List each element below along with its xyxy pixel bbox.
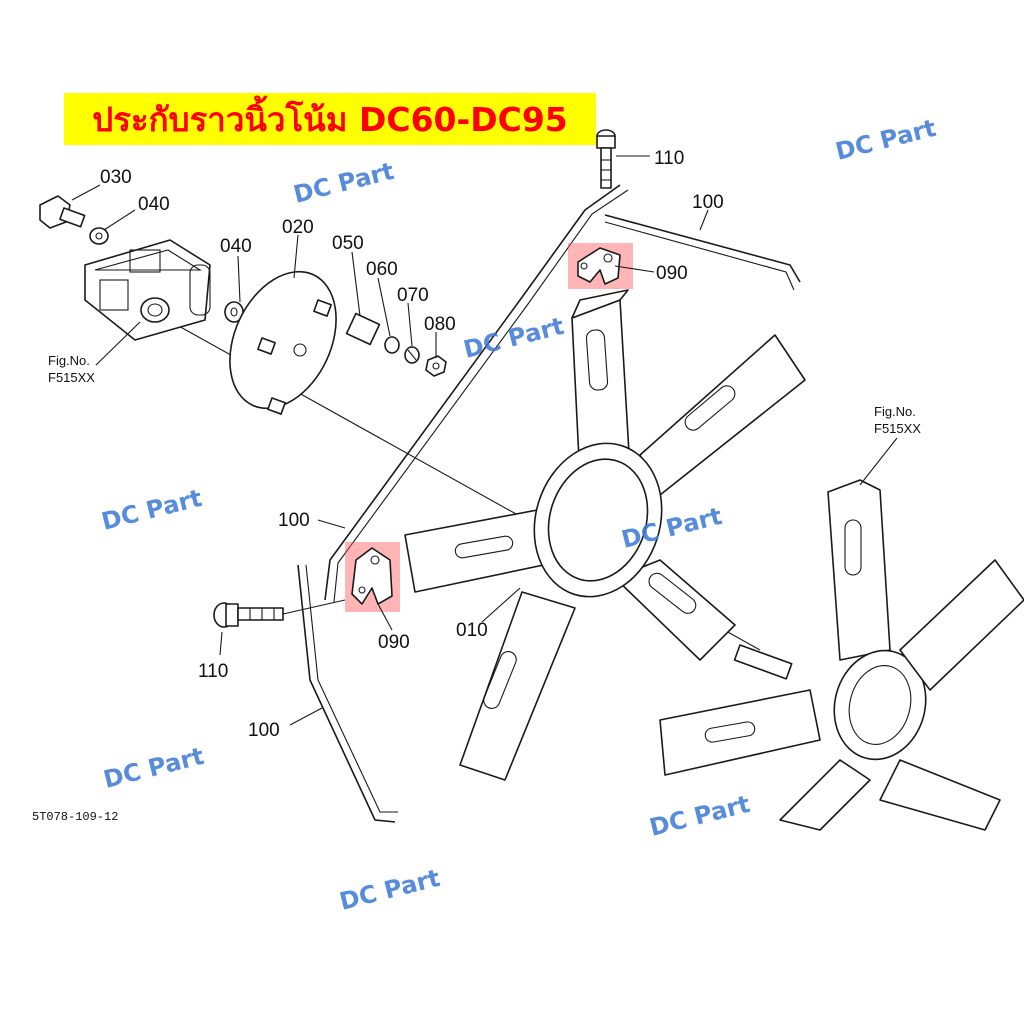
washer-060 bbox=[384, 336, 400, 354]
fig-ref-left-number: F515XX bbox=[48, 370, 95, 385]
watermark-8: DC Part bbox=[337, 864, 443, 916]
callout-010: 010 bbox=[456, 620, 488, 641]
leader-lines bbox=[71, 184, 898, 726]
fig-ref-right-number: F515XX bbox=[874, 421, 921, 436]
sleeve-050 bbox=[345, 312, 381, 346]
watermark-7: DC Part bbox=[647, 790, 753, 842]
watermark-4: DC Part bbox=[99, 484, 205, 536]
callout-100-bottom: 100 bbox=[248, 720, 280, 741]
reference-reel-right bbox=[659, 479, 1024, 831]
reel-arm-upper-right bbox=[639, 334, 806, 496]
fig-ref-right-prefix: Fig.No. bbox=[874, 404, 916, 419]
watermark-3: DC Part bbox=[461, 312, 567, 364]
bolt-030 bbox=[39, 195, 86, 229]
tine-bar-100-bottom bbox=[297, 564, 398, 823]
tine-bar-100-middle bbox=[324, 184, 629, 603]
spring-washer-070 bbox=[404, 346, 420, 364]
reel-arm-lower-right bbox=[614, 559, 736, 661]
callout-040-a: 040 bbox=[138, 194, 170, 215]
callout-100-top: 100 bbox=[692, 192, 724, 213]
clamp-090-top bbox=[568, 243, 633, 289]
disc-plate-020 bbox=[229, 270, 337, 415]
clamp-090-bottom bbox=[345, 542, 400, 612]
watermark-6: DC Part bbox=[101, 742, 207, 794]
watermark-1: DC Part bbox=[833, 114, 939, 166]
bolt-110-bottom bbox=[213, 599, 346, 628]
callout-060: 060 bbox=[366, 259, 398, 280]
fig-ref-left-prefix: Fig.No. bbox=[48, 353, 90, 368]
reel-frame-010 bbox=[404, 289, 806, 781]
washer-040-a bbox=[89, 227, 109, 245]
callout-080: 080 bbox=[424, 314, 456, 335]
callout-110-top: 110 bbox=[654, 148, 684, 169]
reel-arm-lower-left bbox=[459, 591, 576, 781]
watermark-2: DC Part bbox=[291, 157, 397, 209]
drawing-code: 5T078-109-12 bbox=[32, 810, 118, 824]
callout-100-middle: 100 bbox=[278, 510, 310, 531]
callout-020: 020 bbox=[282, 217, 314, 238]
title-banner: ประกับราวนิ้วโน้ม DC60-DC95 bbox=[64, 93, 596, 145]
diagram-title: ประกับราวนิ้วโน้ม DC60-DC95 bbox=[92, 99, 568, 139]
callout-030: 030 bbox=[100, 167, 132, 188]
bolt-110-top bbox=[596, 129, 650, 189]
callout-090-top: 090 bbox=[656, 263, 688, 284]
nut-080 bbox=[425, 355, 447, 377]
callout-070: 070 bbox=[397, 285, 429, 306]
callout-040-b: 040 bbox=[220, 236, 252, 257]
tine-bar-100-top bbox=[604, 214, 801, 291]
callout-090-bottom: 090 bbox=[378, 632, 410, 653]
frame-bracket-left bbox=[84, 239, 211, 341]
callout-050: 050 bbox=[332, 233, 364, 254]
callout-110-bottom: 110 bbox=[198, 661, 228, 682]
